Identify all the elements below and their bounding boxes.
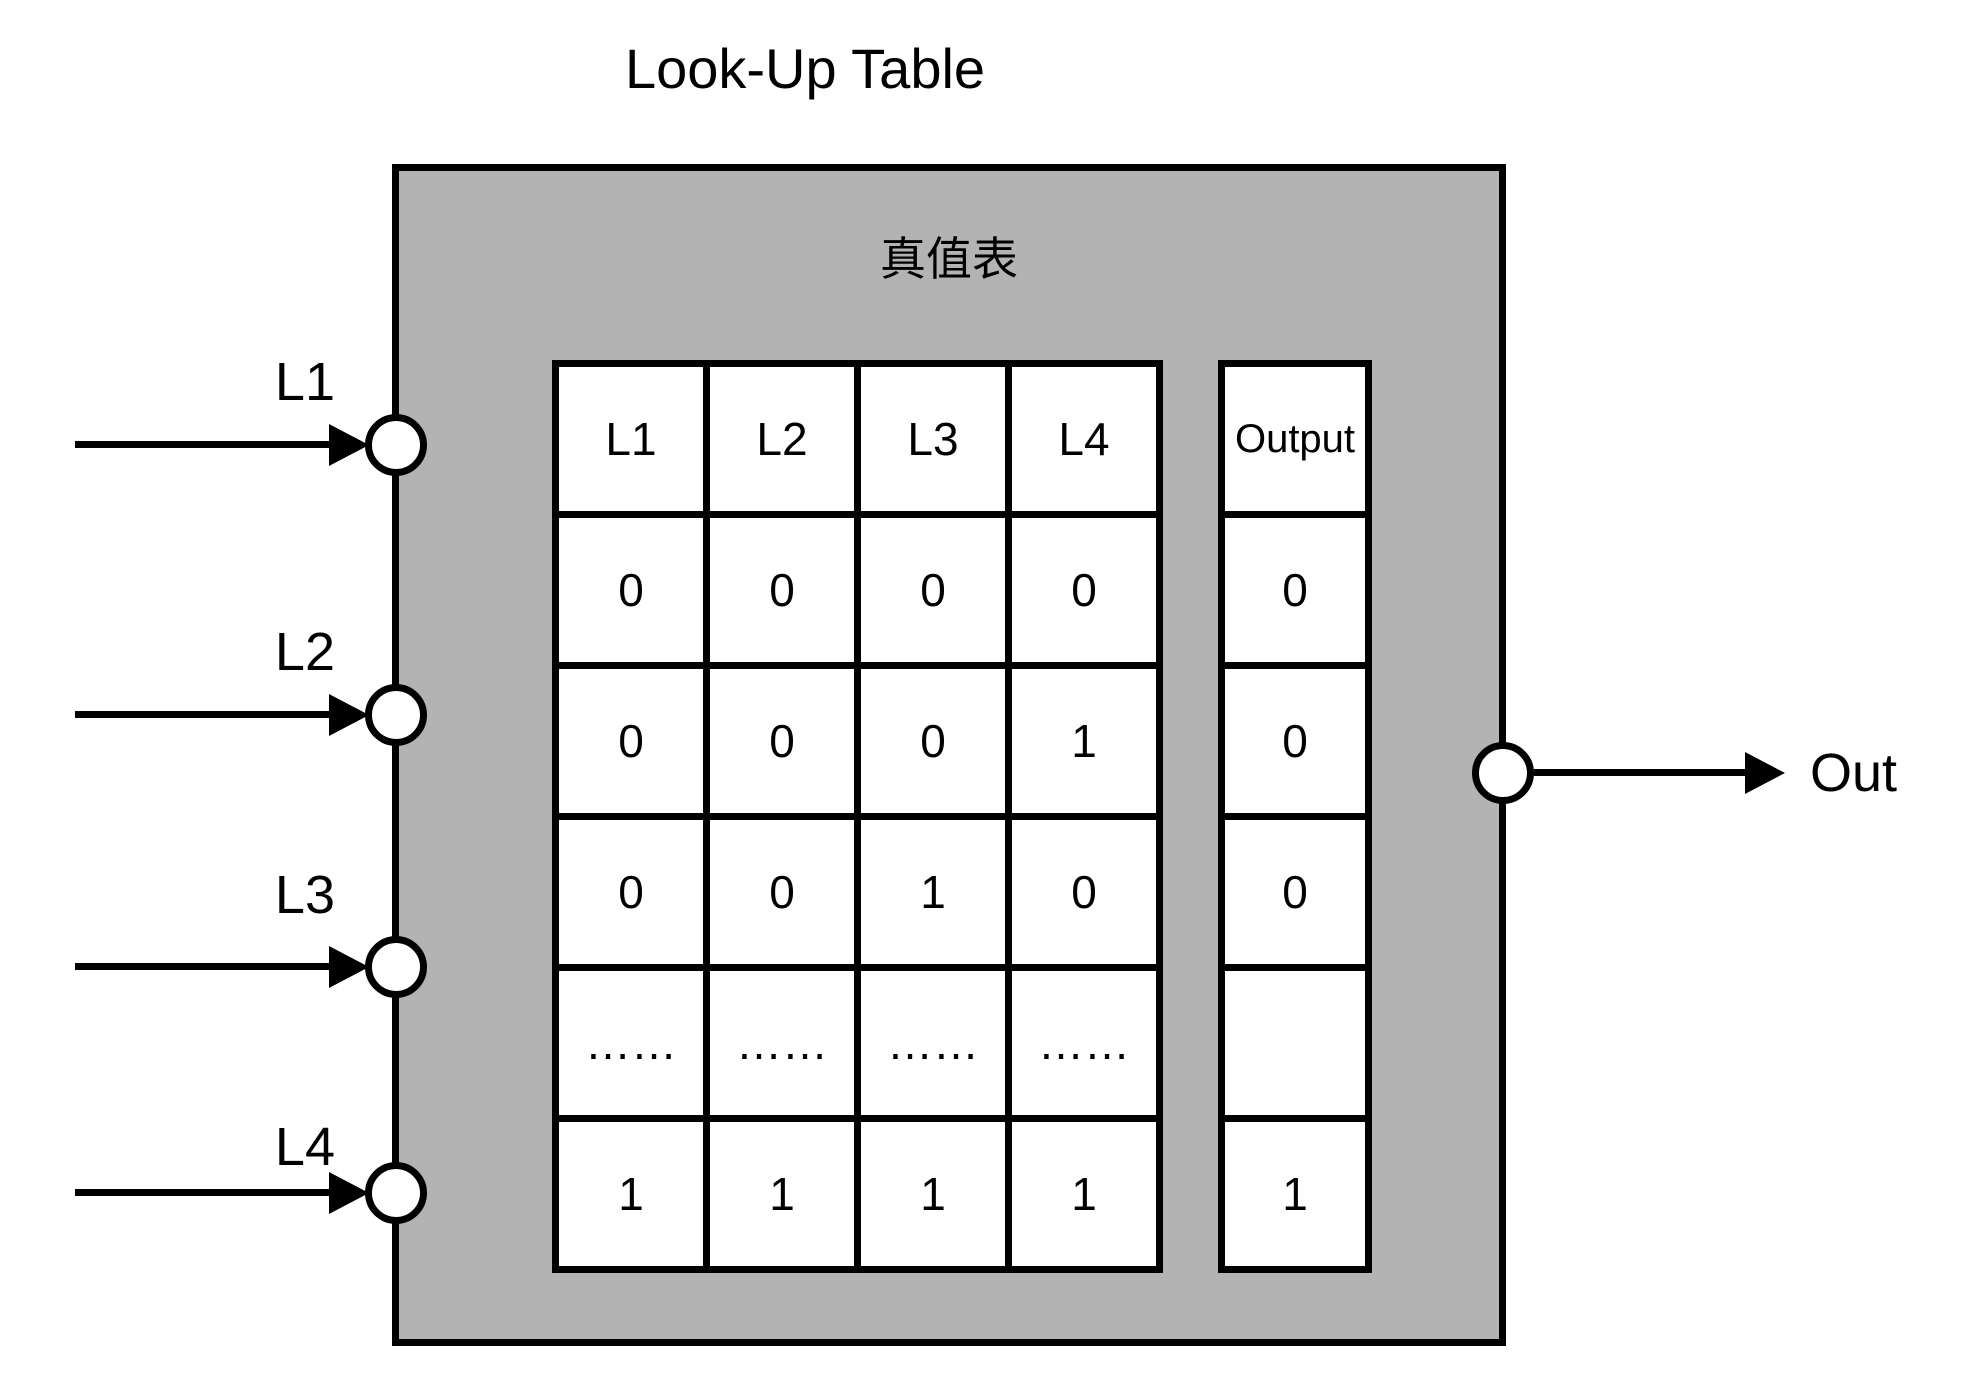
output-label: Out — [1810, 743, 1898, 803]
output-column-cell: 0 — [1225, 518, 1365, 662]
truth-table-cell: 1 — [861, 1122, 1005, 1266]
output-wire — [1534, 769, 1747, 776]
output-column-cell: 0 — [1225, 820, 1365, 964]
truth-table-cell: 1 — [861, 820, 1005, 964]
truth-table-cell: 0 — [559, 669, 703, 813]
truth-table-cell: …… — [710, 971, 854, 1115]
input-arrowhead-l2-icon — [329, 694, 369, 736]
input-arrowhead-l1-icon — [329, 424, 369, 466]
input-label-l1: L1 — [274, 352, 335, 412]
truth-table-header-cell: L4 — [1012, 367, 1156, 511]
truth-table-cell: 0 — [559, 820, 703, 964]
truth-table-cell: 0 — [861, 669, 1005, 813]
output-column: Output 0 0 0 1 — [1218, 360, 1372, 1273]
truth-table-cell: 1 — [1012, 669, 1156, 813]
truth-table-cell: 0 — [1012, 820, 1156, 964]
input-port-l2 — [365, 684, 427, 746]
output-column-cell — [1225, 971, 1365, 1115]
truth-table-cell: 0 — [710, 669, 854, 813]
input-port-l3 — [365, 936, 427, 998]
truth-table-header-cell: L2 — [710, 367, 854, 511]
truth-table-label: 真值表 — [880, 233, 1018, 285]
input-port-l4 — [365, 1162, 427, 1224]
input-arrowhead-l4-icon — [329, 1172, 369, 1214]
truth-table-header-cell: L1 — [559, 367, 703, 511]
output-column-cell: 1 — [1225, 1122, 1365, 1266]
truth-table-cell: …… — [861, 971, 1005, 1115]
truth-table-cell: 0 — [1012, 518, 1156, 662]
input-wire-l2 — [75, 711, 331, 718]
truth-table-cell: 1 — [710, 1122, 854, 1266]
truth-table-cell: 1 — [1012, 1122, 1156, 1266]
truth-table-header-cell: L3 — [861, 367, 1005, 511]
truth-table-cell: 0 — [559, 518, 703, 662]
input-wire-l4 — [75, 1189, 331, 1196]
truth-table: L1 L2 L3 L4 0 0 0 0 0 0 0 1 0 0 1 0 …… …… — [552, 360, 1163, 1273]
truth-table-cell: 0 — [710, 820, 854, 964]
input-label-l2: L2 — [274, 622, 335, 682]
input-arrowhead-l3-icon — [329, 946, 369, 988]
input-wire-l3 — [75, 963, 331, 970]
truth-table-cell: 0 — [861, 518, 1005, 662]
truth-table-cell: 0 — [710, 518, 854, 662]
output-column-cell: 0 — [1225, 669, 1365, 813]
truth-table-cell: …… — [1012, 971, 1156, 1115]
diagram-title: Look-Up Table — [624, 37, 986, 100]
output-port — [1472, 742, 1534, 804]
truth-table-cell: …… — [559, 971, 703, 1115]
input-port-l1 — [365, 414, 427, 476]
input-label-l4: L4 — [274, 1117, 335, 1177]
input-wire-l1 — [75, 441, 331, 448]
output-column-header-cell: Output — [1225, 367, 1365, 511]
output-arrowhead-icon — [1745, 752, 1785, 794]
truth-table-cell: 1 — [559, 1122, 703, 1266]
input-label-l3: L3 — [274, 865, 335, 925]
